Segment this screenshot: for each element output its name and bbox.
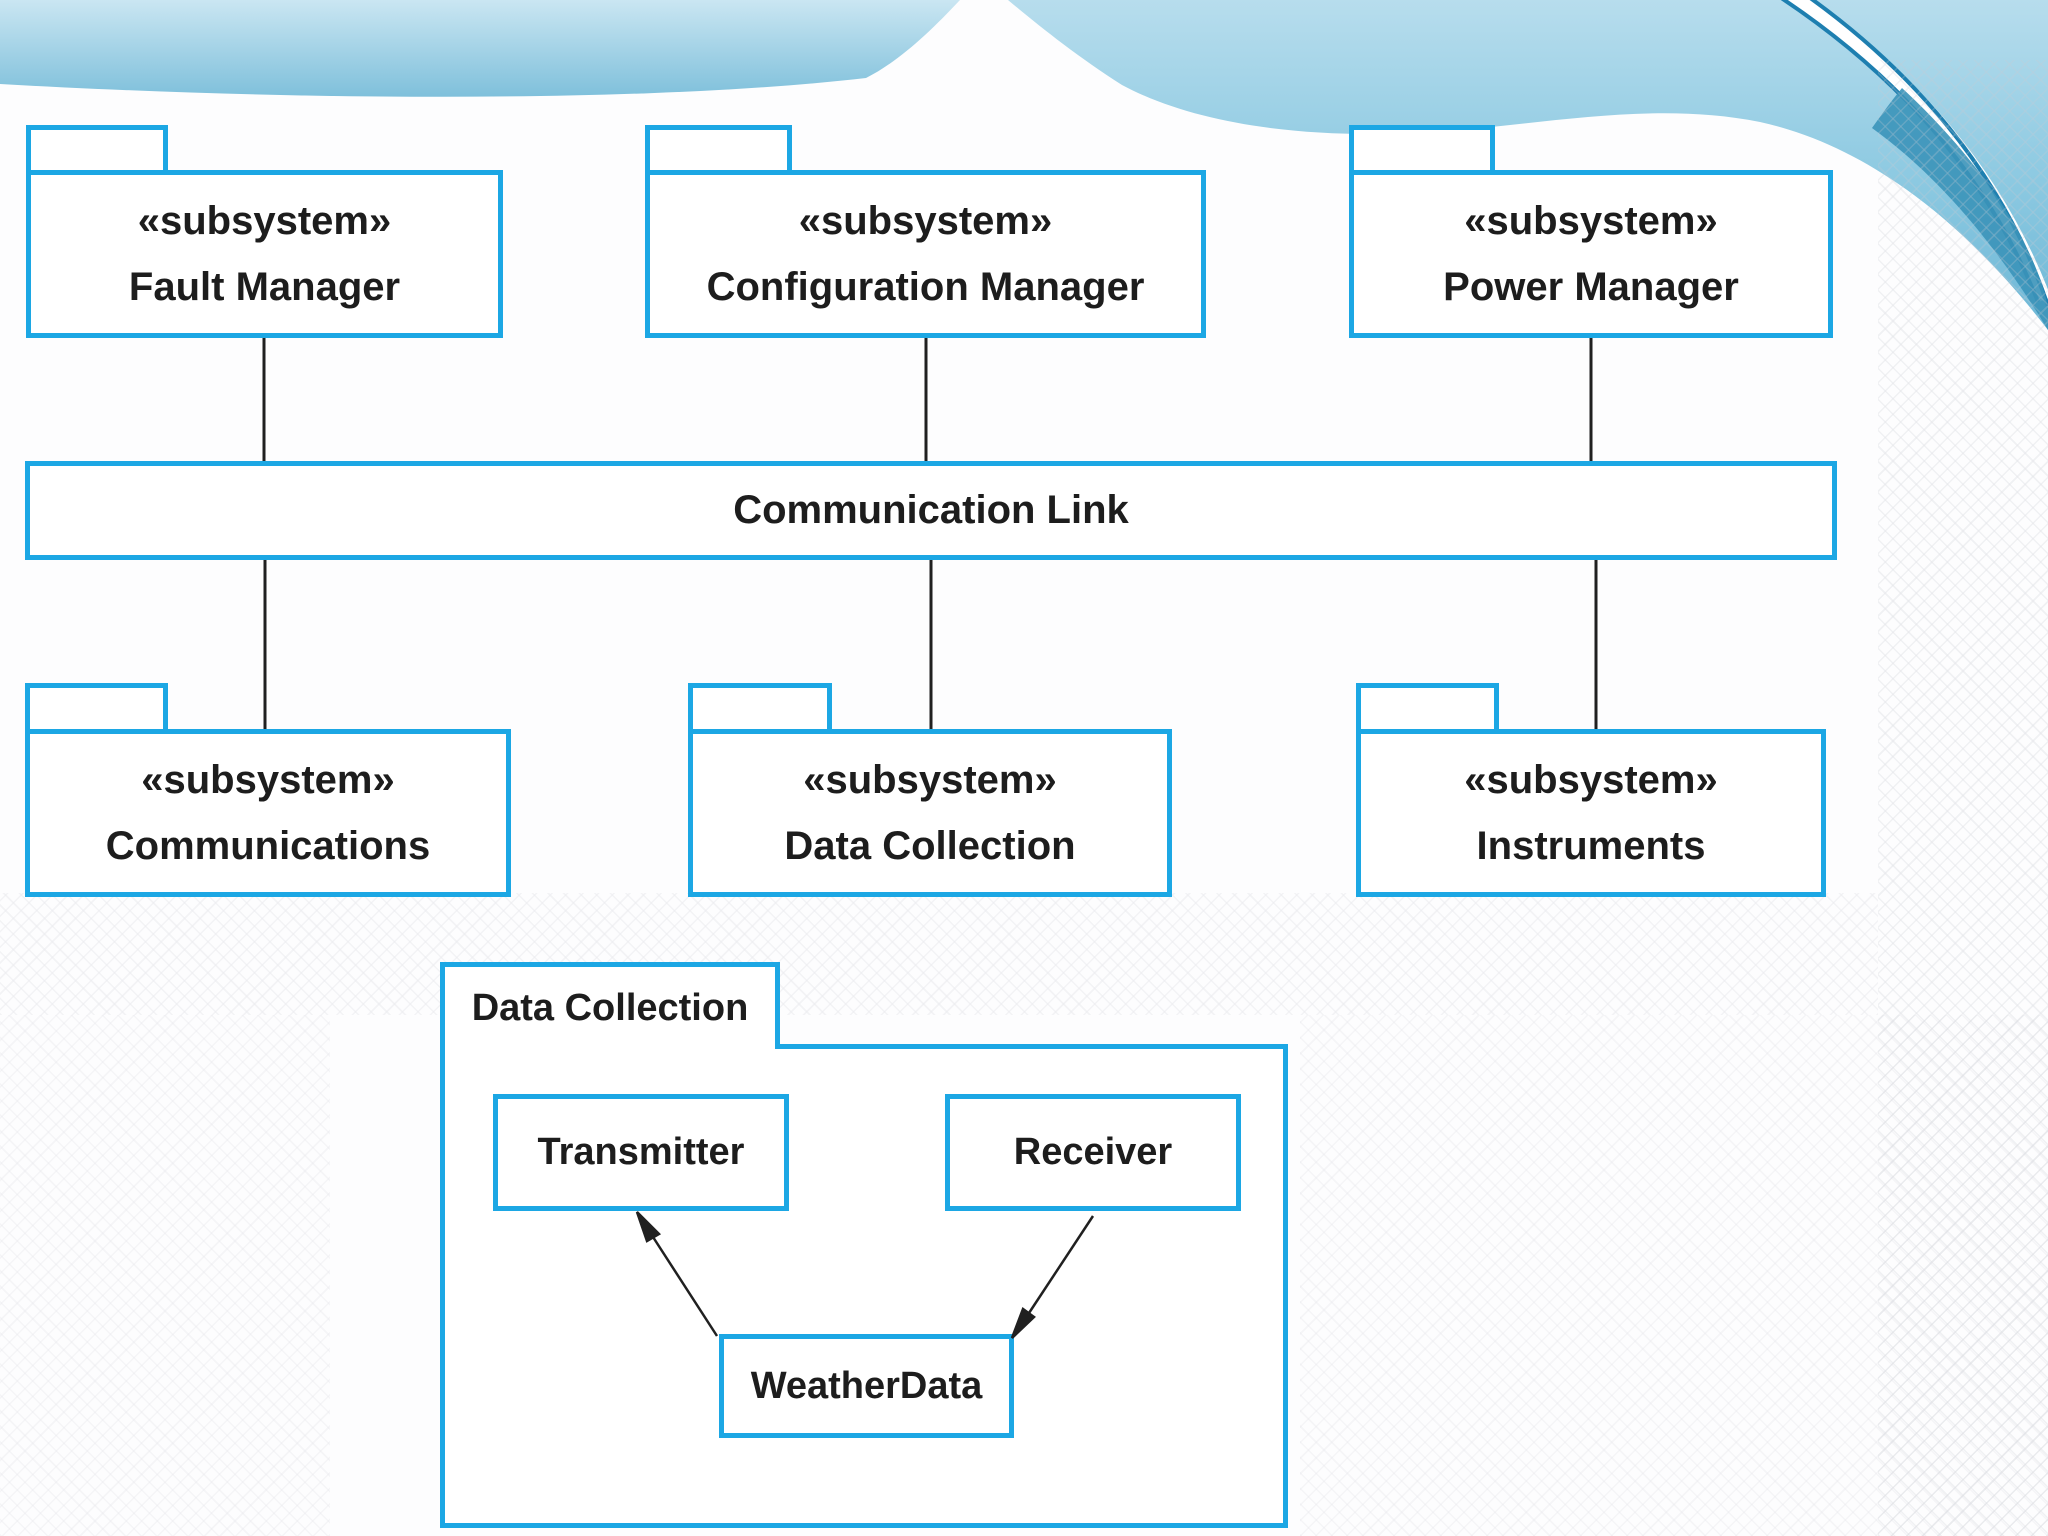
package-body: «subsystem» Configuration Manager xyxy=(645,170,1206,338)
package-body: «subsystem» Power Manager xyxy=(1349,170,1833,338)
communication-link-label: Communication Link xyxy=(733,488,1129,532)
package-body: «subsystem» Communications xyxy=(25,729,511,897)
package-name: Instruments xyxy=(1476,824,1706,868)
class-box-transmitter: Transmitter xyxy=(493,1094,789,1211)
package-body: «subsystem» Instruments xyxy=(1356,729,1826,897)
class-box-receiver: Receiver xyxy=(945,1094,1241,1211)
package-tab xyxy=(1349,125,1495,170)
package-stereotype: «subsystem» xyxy=(798,199,1053,243)
package-stereotype: «subsystem» xyxy=(1464,199,1718,243)
package-name: Power Manager xyxy=(1443,265,1739,309)
package-name: Communications xyxy=(105,824,431,868)
package-stereotype: «subsystem» xyxy=(141,758,395,802)
package-tab xyxy=(25,683,168,729)
package-tab xyxy=(645,125,792,170)
package-tab xyxy=(1356,683,1499,729)
package-tab xyxy=(688,683,832,729)
package-body: «subsystem» Fault Manager xyxy=(26,170,503,338)
package-tab xyxy=(26,125,168,170)
banner-teal-wedge xyxy=(1872,88,2048,330)
package-body: «subsystem» Data Collection xyxy=(688,729,1172,897)
package-stereotype: «subsystem» xyxy=(1464,758,1718,802)
communication-link-bar: Communication Link xyxy=(25,461,1837,560)
package-stereotype: «subsystem» xyxy=(137,199,392,243)
detail-package-title-tab: Data Collection xyxy=(440,962,780,1049)
package-name: Data Collection xyxy=(784,824,1076,868)
class-name: Transmitter xyxy=(537,1131,745,1173)
class-name: Receiver xyxy=(1013,1131,1173,1173)
class-name: WeatherData xyxy=(750,1364,983,1407)
banner-swoosh-decoration xyxy=(0,0,2048,330)
banner-left-band xyxy=(0,0,960,97)
package-name: Configuration Manager xyxy=(706,265,1145,309)
detail-package-title: Data Collection xyxy=(471,986,749,1029)
package-name: Fault Manager xyxy=(128,265,401,309)
banner-right-mass xyxy=(1008,0,2048,330)
class-box-weatherdata: WeatherData xyxy=(719,1334,1014,1438)
package-stereotype: «subsystem» xyxy=(803,758,1057,802)
